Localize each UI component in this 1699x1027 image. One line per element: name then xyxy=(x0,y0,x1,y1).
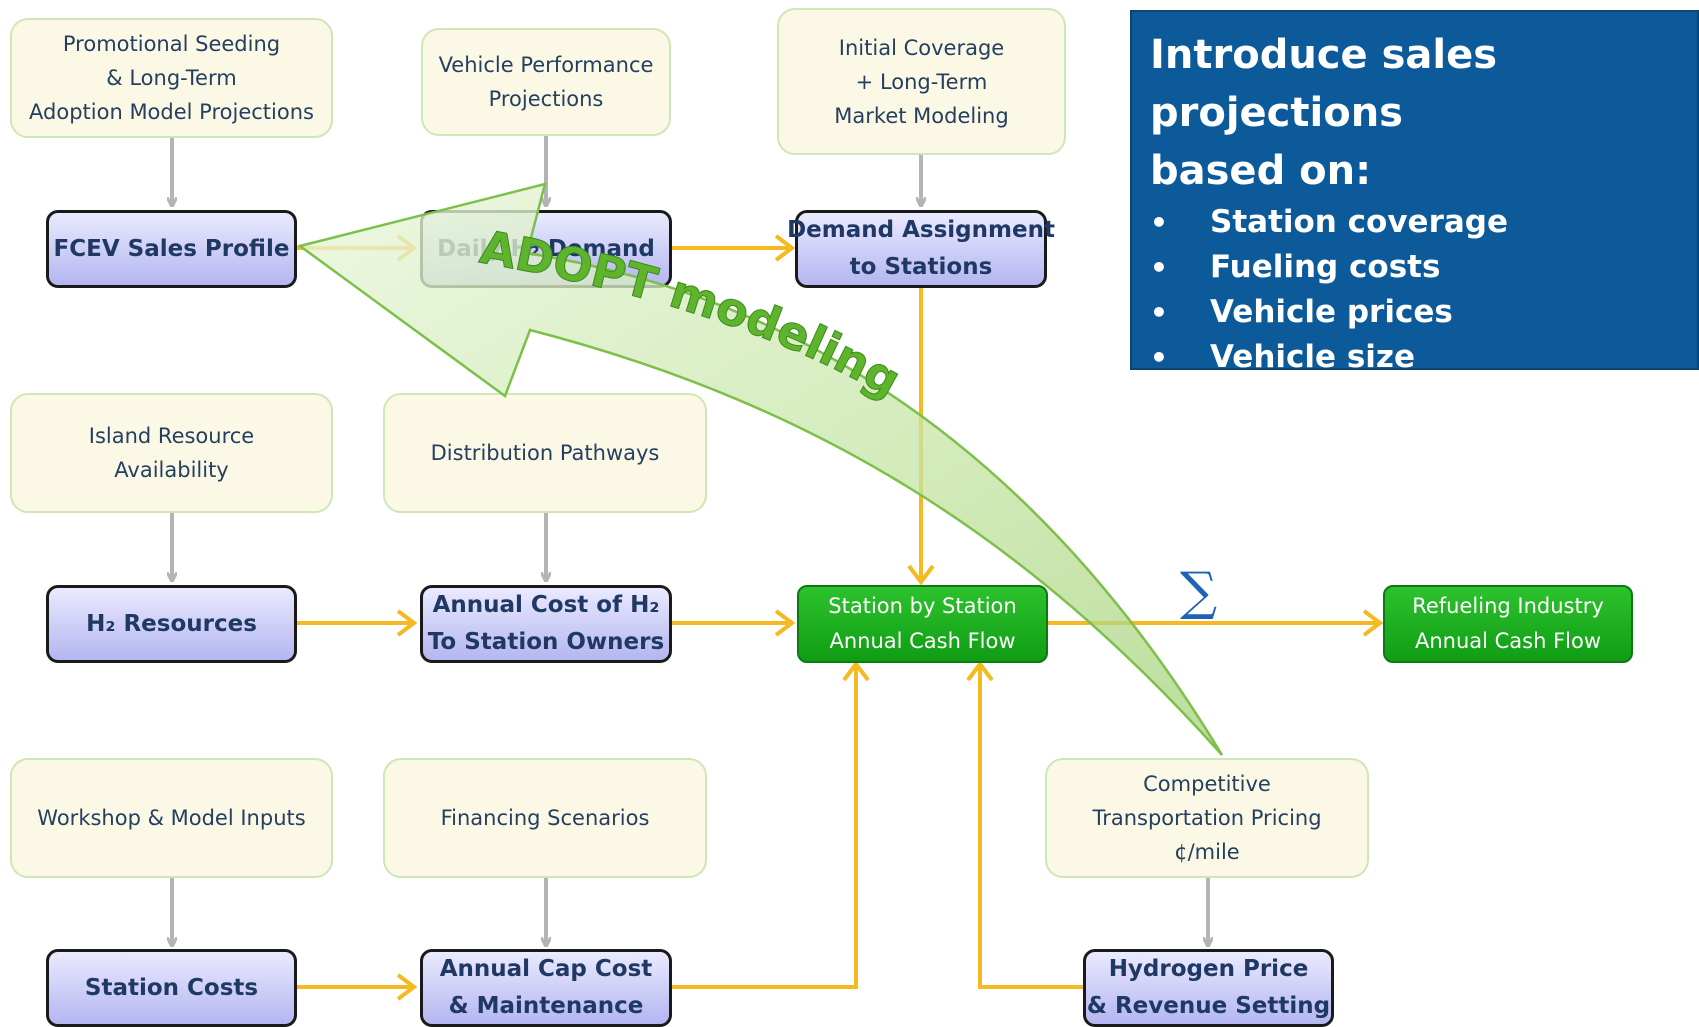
info-list: • Station coverage • Fueling costs • Vehicl… xyxy=(1150,200,1679,425)
process-h2-resources: H₂ Resources xyxy=(46,585,297,663)
process-station-costs: Station Costs xyxy=(46,949,297,1027)
input-promo-seeding-line-2: & Long-Term xyxy=(106,66,237,90)
process-daily-demand-line-1: Daily H₂ Demand xyxy=(437,235,655,262)
input-initial-coverage: Initial Coverage + Long-Term Market Mode… xyxy=(777,8,1066,155)
process-hydrogen-price-line-2: & Revenue Setting xyxy=(1086,993,1331,1019)
input-workshop-inputs-line-1: Workshop & Model Inputs xyxy=(37,806,306,830)
input-island-resource-line-2: Availability xyxy=(114,458,229,482)
input-island-resource: Island Resource Availability xyxy=(10,393,333,513)
info-item-label: Fueling costs xyxy=(1210,249,1441,285)
process-annual-cap-cost-line-1: Annual Cap Cost xyxy=(439,956,653,982)
input-promo-seeding-line-3: Adoption Model Projections xyxy=(29,100,314,124)
bullet-icon: • xyxy=(1150,206,1168,239)
input-initial-coverage-line-2: + Long-Term xyxy=(855,69,988,94)
bullet-icon: • xyxy=(1150,251,1168,284)
input-vehicle-performance-line-2: Projections xyxy=(488,87,604,111)
cashflow-industry-line-1: Refueling Industry xyxy=(1412,594,1604,618)
process-demand-assignment-line-1: Demand Assignment xyxy=(787,217,1055,243)
process-demand-assignment: Demand Assignment to Stations xyxy=(787,210,1055,288)
input-promo-seeding: Promotional Seeding & Long-Term Adoption… xyxy=(10,18,333,138)
info-item: • Vehicle prices xyxy=(1150,290,1679,335)
arrow-cap-cost-to-station-cash xyxy=(672,666,858,989)
process-annual-cost-h2-line-1: Annual Cost of H₂ xyxy=(432,592,660,618)
process-annual-cap-cost-line-2: & Maintenance xyxy=(448,993,644,1019)
cashflow-industry: Refueling Industry Annual Cash Flow xyxy=(1383,585,1633,663)
input-competitive-pricing-line-1: Competitive xyxy=(1143,772,1271,796)
input-financing-scenarios-line-1: Financing Scenarios xyxy=(440,806,650,830)
input-competitive-pricing-line-2: Transportation Pricing xyxy=(1092,806,1322,830)
process-station-costs-line-1: Station Costs xyxy=(84,974,259,1001)
process-annual-cost-h2-line-2: To Station Owners xyxy=(427,629,665,655)
info-title-line-1: Introduce sales projections xyxy=(1150,32,1498,136)
bullet-icon: • xyxy=(1150,341,1168,374)
process-fcev-sales: FCEV Sales Profile xyxy=(46,210,297,288)
process-hydrogen-price-line-1: Hydrogen Price xyxy=(1108,956,1309,982)
info-item-label: Vehicle acceleration xyxy=(1210,384,1563,420)
input-vehicle-performance: Vehicle Performance Projections xyxy=(421,28,671,136)
input-island-resource-line-1: Island Resource xyxy=(88,424,255,448)
cashflow-station-line-2: Annual Cash Flow xyxy=(829,629,1016,653)
cashflow-station-line-1: Station by Station xyxy=(828,594,1017,618)
input-promo-seeding-line-1: Promotional Seeding xyxy=(62,32,281,56)
process-fcev-sales-line-1: FCEV Sales Profile xyxy=(53,235,290,262)
arrowhead-station-cash-to-industry xyxy=(1362,609,1384,637)
info-item: • Vehicle acceleration xyxy=(1150,380,1679,425)
input-distribution-pathways-line-1: Distribution Pathways xyxy=(430,441,660,465)
input-distribution-pathways: Distribution Pathways xyxy=(383,393,707,513)
input-competitive-pricing: Competitive Transportation Pricing ¢/mil… xyxy=(1045,758,1369,878)
info-item: • Fueling costs xyxy=(1150,245,1679,290)
info-item-label: Vehicle prices xyxy=(1210,294,1453,330)
sum-symbol: ∑ xyxy=(1180,562,1218,622)
info-item-label: Station coverage xyxy=(1210,204,1508,240)
process-hydrogen-price: Hydrogen Price & Revenue Setting xyxy=(1083,949,1334,1027)
cashflow-industry-line-2: Annual Cash Flow xyxy=(1414,629,1602,653)
input-financing-scenarios: Financing Scenarios xyxy=(383,758,707,878)
arrow-hydrogen-price-to-station-cash xyxy=(978,666,1083,989)
process-annual-cost-h2: Annual Cost of H₂ To Station Owners xyxy=(420,585,672,663)
input-initial-coverage-line-1: Initial Coverage xyxy=(838,35,1005,60)
info-panel: Introduce sales projections based on: • S… xyxy=(1130,10,1699,420)
info-title-line-2: based on: xyxy=(1150,148,1372,194)
process-annual-cap-cost: Annual Cap Cost & Maintenance xyxy=(420,949,672,1027)
arrowhead-station-costs-to-cap-cost xyxy=(396,973,418,1001)
input-workshop-inputs: Workshop & Model Inputs xyxy=(10,758,333,878)
process-daily-demand: Daily H₂ Demand xyxy=(420,210,672,288)
bullet-icon: • xyxy=(1150,386,1168,419)
cashflow-station: Station by Station Annual Cash Flow xyxy=(797,585,1048,663)
info-item: • Vehicle size xyxy=(1150,335,1679,380)
process-demand-assignment-line-2: to Stations xyxy=(849,254,993,280)
input-vehicle-performance-line-1: Vehicle Performance xyxy=(438,53,654,77)
info-item: • Station coverage xyxy=(1150,200,1679,245)
input-initial-coverage-line-3: Market Modeling xyxy=(834,103,1009,128)
bullet-icon: • xyxy=(1150,296,1168,329)
info-item-label: Vehicle size xyxy=(1210,339,1415,375)
process-h2-resources-line-1: H₂ Resources xyxy=(86,610,257,637)
input-competitive-pricing-line-3: ¢/mile xyxy=(1174,840,1240,864)
